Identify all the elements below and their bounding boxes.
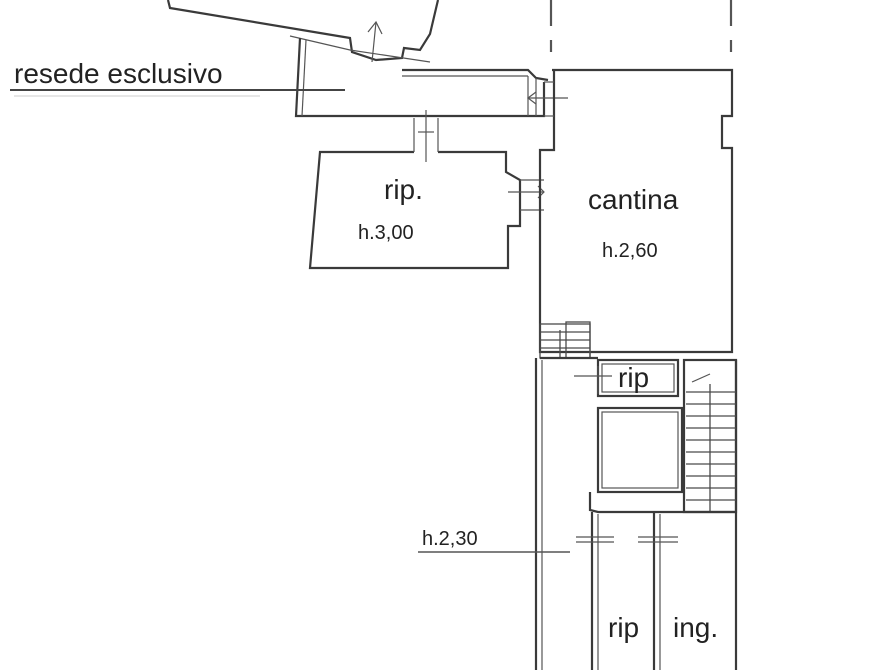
arrow-up-icon xyxy=(367,20,383,63)
rip-bottom-label: rip xyxy=(608,612,640,643)
rip-mid-label: rip xyxy=(618,362,650,393)
corridor-height: h.2,30 xyxy=(422,528,478,550)
cantina-room-walls xyxy=(538,68,734,354)
upper-slanted-wall xyxy=(166,0,440,63)
stairs-main xyxy=(686,384,736,512)
rip-left-room-walls xyxy=(308,110,545,270)
resede-area-walls xyxy=(294,37,549,118)
lower-block-walls xyxy=(534,356,738,670)
rip-left-height: h.3,00 xyxy=(358,222,414,244)
cantina-height: h.2,60 xyxy=(602,240,658,262)
resede-label: resede esclusivo xyxy=(14,58,223,89)
arrow-left-icon xyxy=(527,91,568,105)
ingresso-label: ing. xyxy=(673,612,719,643)
cantina-name: cantina xyxy=(588,184,679,215)
rip-left-name: rip. xyxy=(384,174,423,205)
bottom-rooms-walls xyxy=(576,492,736,670)
